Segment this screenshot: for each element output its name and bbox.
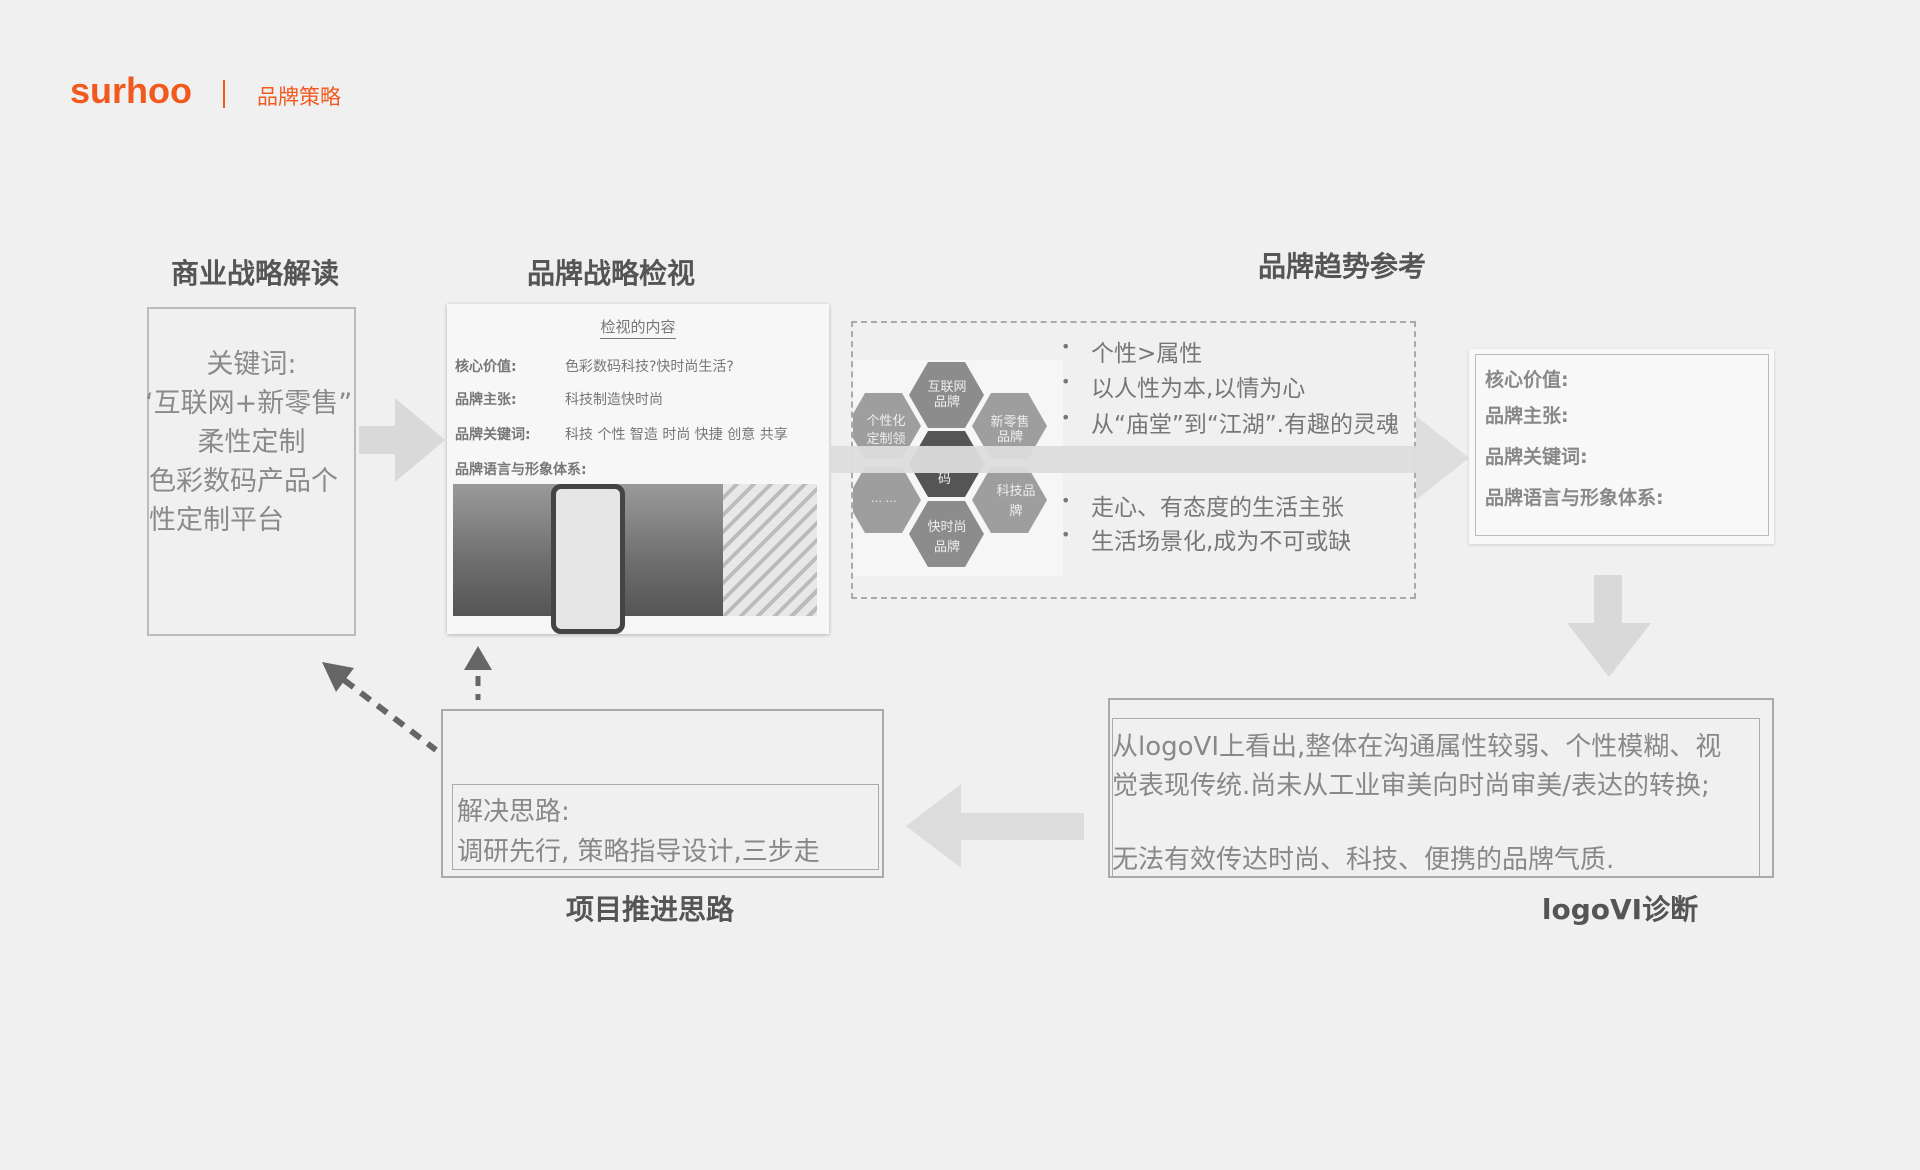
poster-image <box>723 484 817 616</box>
project-title: 项目推进思路 <box>565 893 735 926</box>
trend-bullet: 生活场景化,成为不可或缺 <box>1061 522 1351 556</box>
business-box: 关键词: ‘互联网+新零售” 柔性定制 色彩数码产品个 性定制平台 <box>145 307 356 636</box>
phone-mockup-image <box>551 484 625 634</box>
trend-bullet: 个性>属性 <box>1061 334 1202 368</box>
arrow-down-icon <box>1567 575 1651 677</box>
section-label: 品牌策略 <box>257 85 341 109</box>
brand-logo: surhoo <box>70 70 192 111</box>
project-line: 解决思路: <box>457 797 570 827</box>
arrow-right-icon <box>359 398 445 482</box>
dashed-arrow-up-icon <box>464 646 492 700</box>
output-row: 品牌关键词: <box>1485 446 1588 468</box>
arrow-left-icon <box>906 784 1084 868</box>
business-line: 色彩数码产品个 <box>149 466 338 497</box>
business-line: 性定制平台 <box>149 505 284 536</box>
trend-bullet: 从“庙堂”到“江湖”.有趣的灵魂 <box>1061 405 1399 439</box>
trend-bullet: 以人性为本,以情为心 <box>1061 369 1305 403</box>
logovi-box: 从logoVI上看出,整体在沟通属性较弱、个性模糊、视 觉表现传统.尚未从工业审… <box>1108 698 1774 878</box>
project-line: 调研先行, 策略指导设计,三步走 <box>457 837 820 867</box>
review-row: 品牌主张:科技制造快时尚 <box>455 392 663 408</box>
hex-label: 码 <box>938 472 952 487</box>
output-row: 品牌主张: <box>1485 405 1569 427</box>
business-line: 柔性定制 <box>197 427 306 458</box>
review-row: 品牌关键词:科技 个性 智造 时尚 快捷 创意 共享 <box>455 427 788 443</box>
review-row: 核心价值:色彩数码科技?快时尚生活? <box>455 359 734 375</box>
hex-label: 个性化定制领 <box>866 414 906 447</box>
output-row: 品牌语言与形象体系: <box>1485 487 1664 509</box>
header-divider <box>223 80 225 108</box>
logovi-line: 觉表现传统.尚未从工业审美向时尚审美/表达的转换; <box>1112 771 1710 801</box>
business-line: ‘互联网+新零售” <box>145 388 353 419</box>
logovi-line: 从logoVI上看出,整体在沟通属性较弱、个性模糊、视 <box>1112 732 1722 762</box>
business-title: 商业战略解读 <box>170 257 340 290</box>
review-system-label: 品牌语言与形象体系: <box>455 462 587 478</box>
hex-label: … … <box>871 492 897 505</box>
trend-bullet: 走心、有态度的生活主张 <box>1061 488 1344 522</box>
logovi-title: logoVI诊断 <box>1541 893 1699 926</box>
review-heading: 检视的内容 <box>600 318 676 339</box>
project-box: 解决思路: 调研先行, 策略指导设计,三步走 <box>441 709 884 878</box>
trend-title: 品牌趋势参考 <box>1257 250 1427 283</box>
dashed-arrow-diagonal-icon <box>322 662 438 753</box>
hex-label: 新零售品牌 <box>990 415 1030 445</box>
arrow-right-band-icon <box>829 416 1469 500</box>
review-card: 检视的内容 核心价值:色彩数码科技?快时尚生活? 品牌主张:科技制造快时尚 品牌… <box>447 304 829 634</box>
hex-label: 互联网品牌 <box>927 380 967 410</box>
business-line: 关键词: <box>206 349 297 380</box>
hex-label: 快时尚品牌 <box>927 520 967 555</box>
output-row: 核心价值: <box>1485 369 1569 391</box>
hex-label: 科技品牌 <box>996 484 1036 519</box>
output-card: 核心价值: 品牌主张: 品牌关键词: 品牌语言与形象体系: <box>1469 349 1774 544</box>
review-title: 品牌战略检视 <box>526 257 696 290</box>
logovi-line: 无法有效传达时尚、科技、便携的品牌气质. <box>1112 845 1615 875</box>
